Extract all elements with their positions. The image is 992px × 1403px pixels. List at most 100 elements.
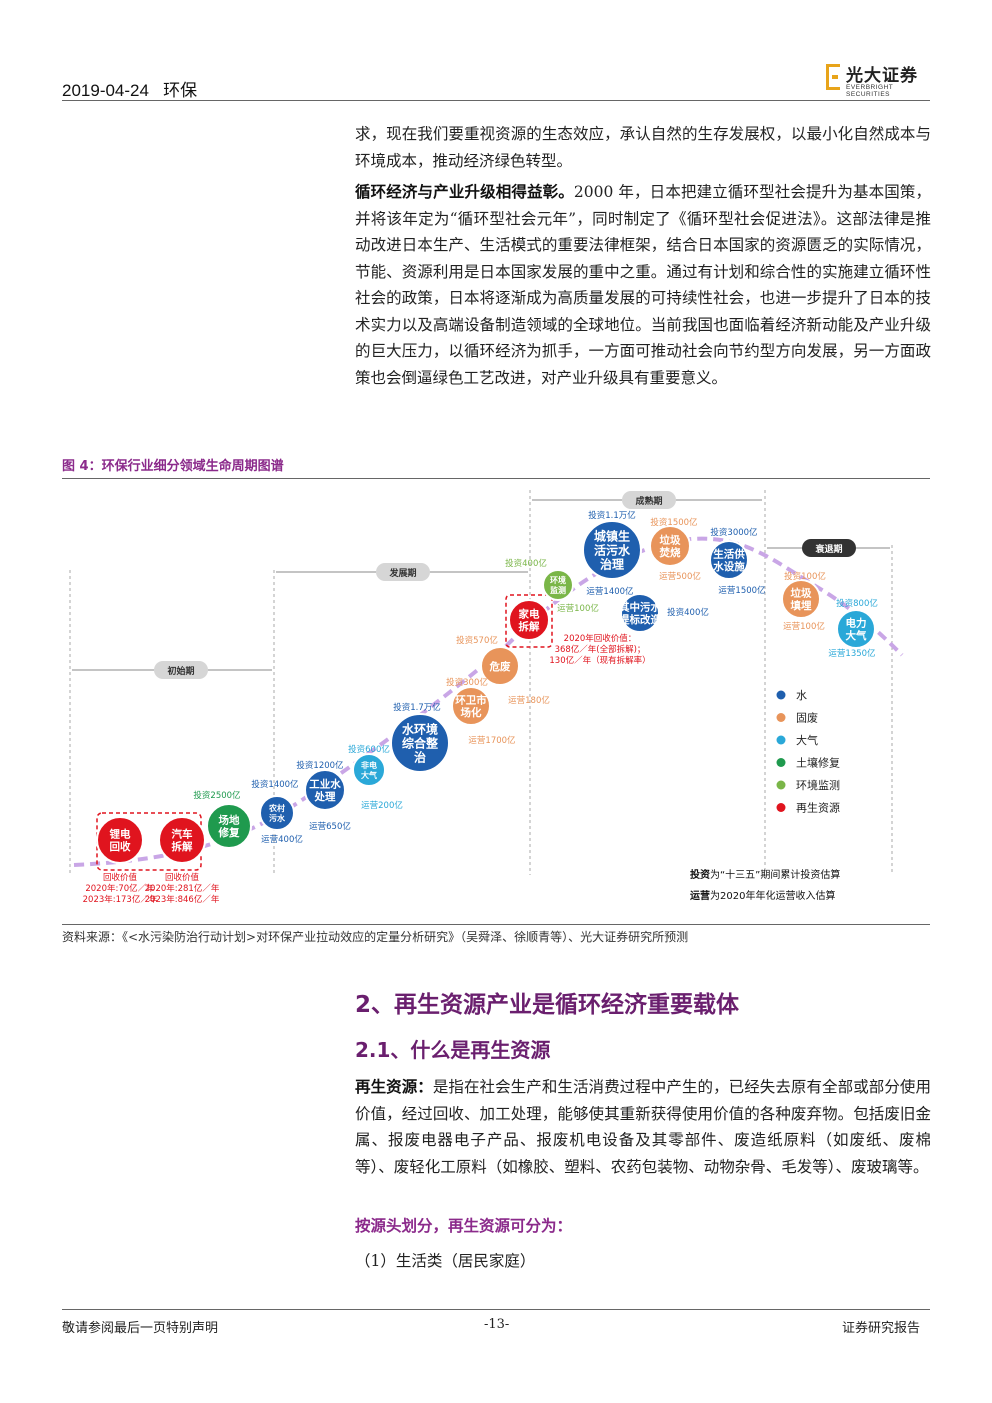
node-label: 水环境综合整治 bbox=[402, 721, 438, 764]
n15-invest: 投资100亿 bbox=[784, 571, 826, 582]
legend-label-6: 再生资源 bbox=[796, 801, 840, 815]
note-operate: 运营为2020年年化运营收入估算 bbox=[690, 889, 835, 902]
node-circle bbox=[542, 569, 574, 601]
n16-invest: 投资800亿 bbox=[836, 598, 878, 609]
node-7: 水环境综合整治 bbox=[390, 713, 450, 773]
legend-label-2: 固废 bbox=[796, 711, 818, 725]
node-3: 场地修复 bbox=[206, 803, 252, 849]
node-14: 垃圾焚烧 bbox=[649, 525, 691, 567]
node-13: 其中污水提标改造 bbox=[619, 593, 661, 633]
node-11: 环境监测 bbox=[542, 569, 574, 601]
node-circle bbox=[649, 525, 691, 567]
figure-title: 图 4：环保行业细分领域生命周期图谱 bbox=[62, 459, 284, 474]
node-circle bbox=[390, 713, 450, 773]
node-label: 垃圾焚烧 bbox=[659, 534, 681, 560]
n11-operate: 运营1400亿 bbox=[586, 586, 633, 597]
node-circle bbox=[781, 579, 821, 619]
n10-operate: 运营100亿 bbox=[557, 603, 599, 614]
phase-mature: 成熟期 bbox=[635, 495, 662, 507]
legend-label-3: 大气 bbox=[796, 733, 818, 747]
node-label: 农村污水 bbox=[268, 803, 286, 823]
node-label: 其中污水提标改造 bbox=[619, 601, 661, 627]
legend-swatch-5 bbox=[776, 780, 786, 790]
phase-badge bbox=[622, 491, 676, 509]
n9-value-all: 368亿／年(全部拆解)； bbox=[555, 644, 646, 655]
node-label: 工业水处理 bbox=[309, 778, 341, 804]
lifecycle-diagram: 初始期 发展期 成熟期 衰退期 锂电回收汽车拆解场地修复农村污水工业水处理非电大… bbox=[69, 490, 904, 905]
note-invest: 投资为“十三五”期间累计投资估算 bbox=[690, 868, 840, 881]
node-label: 垃圾填埋 bbox=[791, 587, 812, 613]
legend-label-5: 环境监测 bbox=[796, 778, 840, 792]
n0-value-2020: 2020年:70亿／年 bbox=[85, 883, 155, 894]
n0-value-2023: 2023年:173亿／年 bbox=[83, 894, 158, 905]
n10-invest: 投资400亿 bbox=[505, 558, 547, 569]
n14-operate: 运营1500亿 bbox=[718, 585, 765, 596]
n7-operate: 运营1700亿 bbox=[468, 735, 515, 746]
footer-disclaimer: 敬请参阅最后一页特别声明 bbox=[62, 1321, 219, 1336]
node-circle bbox=[480, 646, 520, 686]
legend-label-4: 土壤修复 bbox=[796, 756, 840, 770]
node-circle bbox=[259, 795, 295, 831]
node-label: 危废 bbox=[489, 660, 511, 673]
node-9: 危废 bbox=[480, 646, 520, 686]
n9-value-title: 2020年回收价值： bbox=[564, 633, 637, 644]
n3-invest: 投资1400亿 bbox=[251, 779, 298, 790]
phase-decline: 衰退期 bbox=[814, 543, 842, 555]
legend-swatch-3 bbox=[776, 735, 786, 745]
node-circle bbox=[451, 686, 491, 726]
node-16: 垃圾填埋 bbox=[781, 579, 821, 619]
n1-value-2020: 2020年:281亿／年 bbox=[145, 883, 220, 894]
node-label: 环卫市场化 bbox=[455, 694, 487, 720]
node-8: 环卫市场化 bbox=[451, 686, 491, 726]
legend-swatch-2 bbox=[776, 713, 786, 722]
node-circle bbox=[620, 593, 660, 633]
node-label: 锂电回收 bbox=[110, 828, 131, 854]
phase-labels: 初始期 发展期 成熟期 衰退期 bbox=[154, 491, 856, 679]
n16-operate: 运营1350亿 bbox=[828, 648, 875, 659]
n12-invest: 投资400亿 bbox=[667, 607, 709, 618]
n8-invest: 投资570亿 bbox=[456, 635, 498, 646]
n2-invest: 投资2500亿 bbox=[193, 790, 240, 801]
n14-invest: 投资3000亿 bbox=[710, 527, 757, 538]
recycle-highlight bbox=[505, 594, 553, 648]
node-circle bbox=[304, 769, 346, 811]
n4-operate: 运营650亿 bbox=[309, 821, 351, 832]
node-circle bbox=[582, 520, 642, 580]
section-heading: 2、再生资源产业是循环经济重要载体 bbox=[355, 992, 740, 1018]
legend-label-1: 水 bbox=[796, 689, 807, 702]
footer-report-type: 证券研究报告 bbox=[842, 1321, 921, 1336]
node-circle bbox=[206, 803, 252, 849]
paragraph-2: 循环经济与产业升级相得益彰。2000 年，日本把建立循环型社会提升为基本国策，并… bbox=[355, 182, 931, 387]
classification-lead: 按源头划分，再生资源可分为： bbox=[355, 1216, 573, 1235]
n8-operate: 运营180亿 bbox=[508, 695, 550, 706]
legend-swatch-4 bbox=[776, 758, 786, 767]
node-2: 汽车拆解 bbox=[158, 816, 206, 864]
list-item: （1）生活类（居民家庭） bbox=[355, 1252, 536, 1270]
node-label: 城镇生活污水治理 bbox=[594, 528, 631, 571]
n3-operate: 运营400亿 bbox=[261, 834, 303, 845]
node-label: 电力大气 bbox=[846, 617, 867, 643]
n1-value-2023: 2023年:846亿／年 bbox=[145, 894, 220, 905]
phase-badge bbox=[154, 661, 208, 679]
n5-operate: 运营200亿 bbox=[361, 800, 403, 811]
node-circle bbox=[158, 816, 206, 864]
figure-top-rule bbox=[62, 478, 930, 479]
n13-invest: 投资1500亿 bbox=[650, 517, 697, 528]
n15-operate: 运营100亿 bbox=[783, 621, 825, 632]
node-label: 汽车拆解 bbox=[172, 828, 193, 854]
report-date: 2019-04-24 环保 bbox=[62, 81, 198, 100]
legend-swatch-1 bbox=[776, 690, 786, 700]
node-label: 家电拆解 bbox=[519, 608, 540, 634]
node-15: 生活供水设施 bbox=[709, 540, 749, 580]
page-number: -13- bbox=[484, 1317, 510, 1332]
node-layer: 锂电回收汽车拆解场地修复农村污水工业水处理非电大气水环境综合整治环卫市场化危废家… bbox=[96, 520, 876, 864]
phase-badge bbox=[376, 563, 430, 581]
node-label: 生活供水设施 bbox=[712, 548, 745, 574]
node-17: 电力大气 bbox=[836, 609, 876, 649]
node-circle bbox=[836, 609, 876, 649]
brand-logo: 光大证券 EVERBRIGHT SECURITIES bbox=[826, 62, 930, 98]
node-5: 工业水处理 bbox=[304, 769, 346, 811]
node-circle bbox=[96, 816, 144, 864]
node-circle bbox=[508, 599, 550, 641]
